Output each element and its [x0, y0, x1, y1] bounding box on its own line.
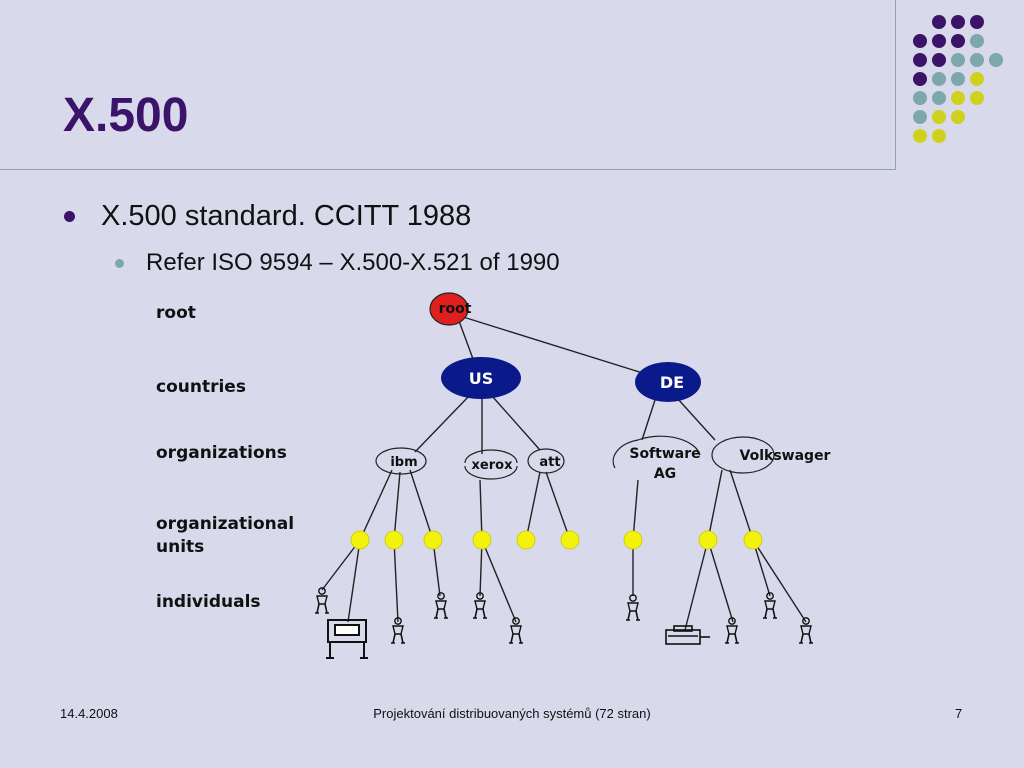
bullet-level-1: X.500 standard. CCITT 1988 — [64, 200, 471, 233]
node-org-ibm: ibm — [375, 447, 427, 475]
bullet-dot-icon — [64, 211, 75, 222]
org-unit-node — [560, 530, 580, 550]
decorative-dot — [989, 53, 1003, 67]
footer-course-title: Projektování distribuovaných systémů (72… — [373, 706, 651, 721]
node-org-software-ag: Software AG — [612, 435, 701, 482]
title-divider-vertical — [895, 0, 896, 170]
person-icon — [724, 616, 740, 644]
decorative-dot — [913, 72, 927, 86]
decorative-dot — [913, 53, 927, 67]
org-unit-node — [384, 530, 404, 550]
person-icon — [314, 586, 330, 614]
node-root: root — [429, 292, 472, 326]
org-unit-node — [350, 530, 370, 550]
node-org-xerox-label: xerox — [472, 458, 514, 473]
level-label-org-units-line2: units — [156, 537, 204, 557]
slide-title: X.500 — [63, 89, 189, 142]
person-icon — [472, 591, 488, 619]
bullet-dot-icon — [115, 258, 124, 268]
level-label-organizations: organizations — [156, 443, 287, 463]
decorative-dot — [932, 34, 946, 48]
node-country-de-label: DE — [660, 373, 684, 392]
decorative-dot — [951, 72, 965, 86]
decorative-dot — [951, 91, 965, 105]
node-org-xerox: xerox — [464, 449, 518, 480]
node-org-volkswagen-label: Volkswager — [740, 448, 831, 464]
footer-page-number: 7 — [955, 706, 963, 721]
level-label-root: root — [156, 303, 196, 323]
decorative-dot — [970, 34, 984, 48]
footer-date: 14.4.2008 — [60, 706, 118, 721]
decorative-dot — [970, 91, 984, 105]
decorative-dot — [932, 129, 946, 143]
org-unit-node — [623, 530, 643, 550]
person-icon — [625, 593, 641, 621]
person-icon — [762, 591, 778, 619]
bullet-text: Refer ISO 9594 – X.500-X.521 of 1990 — [146, 249, 560, 276]
level-label-individuals: individuals — [156, 592, 261, 612]
org-unit-node — [423, 530, 443, 550]
node-org-att: att — [527, 448, 565, 474]
fax-device-icon — [665, 625, 710, 645]
level-label-countries: countries — [156, 377, 246, 397]
person-icon — [433, 591, 449, 619]
node-country-de: DE — [635, 362, 701, 402]
decorative-dot — [932, 15, 946, 29]
decorative-dot-grid — [913, 15, 1003, 143]
node-org-ibm-label: ibm — [390, 455, 417, 470]
org-unit-node — [743, 530, 763, 550]
bullet-text: X.500 standard. CCITT 1988 — [101, 200, 472, 232]
decorative-dot — [970, 15, 984, 29]
decorative-dot — [913, 91, 927, 105]
decorative-dot — [913, 110, 927, 124]
printer-icon — [326, 619, 368, 659]
decorative-dot — [913, 129, 927, 143]
level-label-org-units-line1: organizational — [156, 514, 294, 534]
decorative-dot — [951, 34, 965, 48]
node-country-us: US — [441, 357, 521, 399]
org-unit-node — [472, 530, 492, 550]
title-divider-horizontal — [0, 169, 895, 170]
decorative-dot — [951, 110, 965, 124]
decorative-dot — [951, 15, 965, 29]
node-org-software-ag-label-1: Software — [629, 446, 700, 462]
tree-edges — [321, 309, 807, 631]
individual-nodes — [314, 586, 814, 659]
node-org-att-label: att — [539, 455, 560, 470]
decorative-dot — [951, 53, 965, 67]
bullet-level-2: Refer ISO 9594 – X.500-X.521 of 1990 — [115, 249, 560, 277]
decorative-dot — [932, 110, 946, 124]
org-unit-node — [516, 530, 536, 550]
node-country-us-label: US — [469, 369, 494, 388]
org-unit-nodes — [350, 530, 763, 550]
org-unit-node — [698, 530, 718, 550]
node-root-label: root — [439, 301, 472, 317]
node-org-volkswagen: Volkswager — [711, 436, 831, 474]
decorative-dot — [932, 91, 946, 105]
decorative-dot — [913, 34, 927, 48]
node-org-software-ag-label-2: AG — [654, 466, 676, 482]
decorative-dot — [970, 72, 984, 86]
decorative-dot — [970, 53, 984, 67]
decorative-dot — [932, 53, 946, 67]
decorative-dot — [932, 72, 946, 86]
